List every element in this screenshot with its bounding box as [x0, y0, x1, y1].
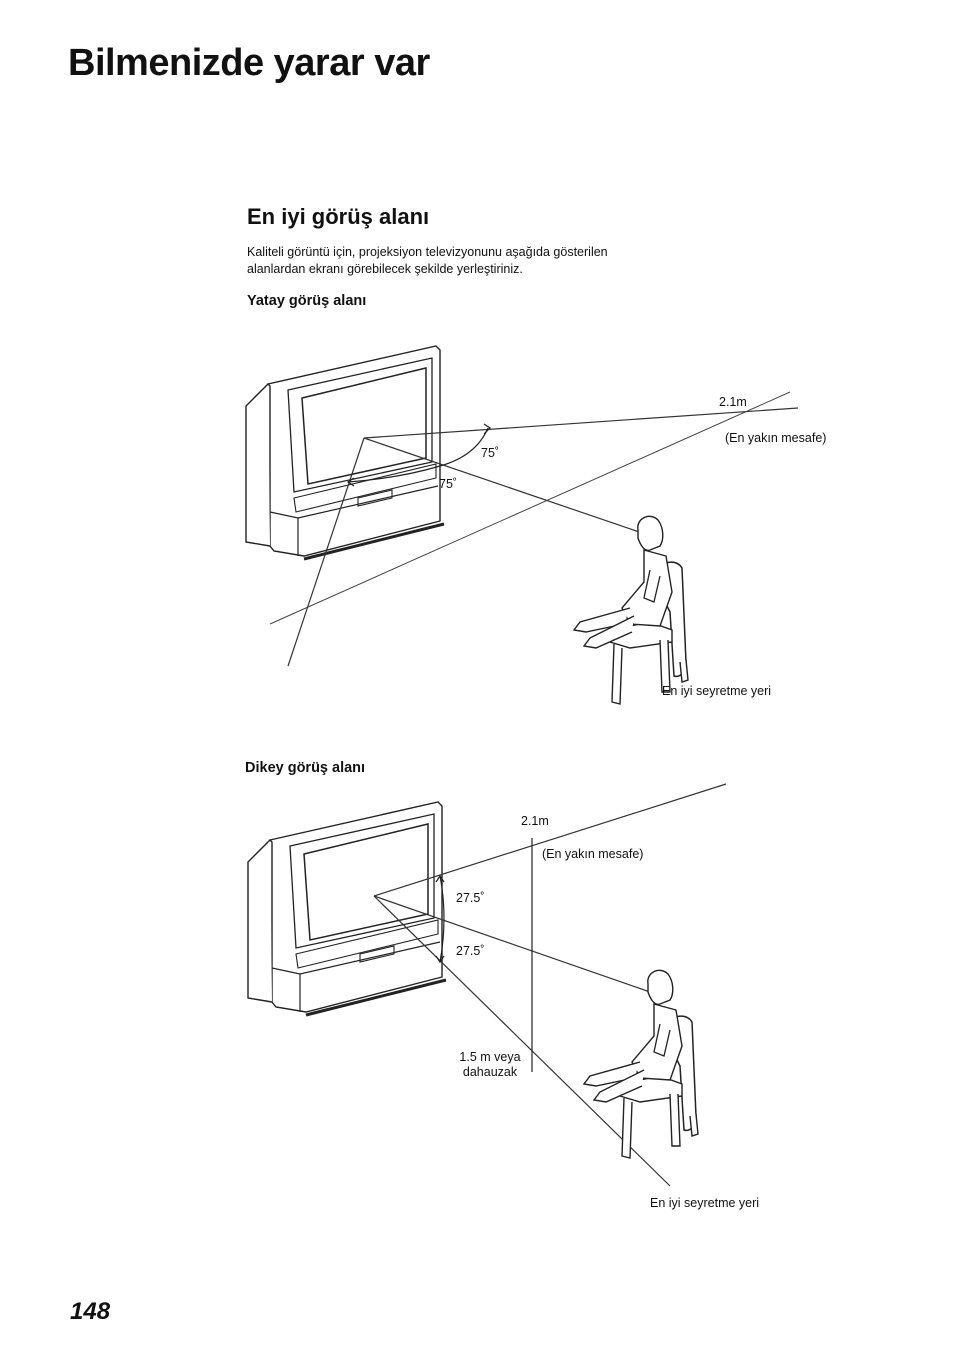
horizontal-distance-label: 2.1m — [719, 395, 747, 409]
intro-line-2: alanlardan ekranı görebilecek şekilde ye… — [247, 262, 523, 276]
vertical-diagram — [246, 783, 727, 1187]
vertical-distance-label: 2.1m — [521, 814, 549, 828]
intro-paragraph: Kaliteli görüntü için, projeksiyon telev… — [247, 244, 707, 278]
vertical-heading: Dikey görüş alanı — [245, 760, 366, 776]
horizontal-diagram — [244, 344, 799, 705]
vertical-distance-note: (En yakın mesafe) — [542, 847, 644, 861]
page-title: Bilmenizde yarar var — [68, 42, 430, 84]
vertical-min-distance-label: 1.5 m veya dahauzak — [452, 1050, 528, 1080]
section-title: En iyi görüş alanı — [247, 204, 430, 229]
vertical-best-spot-label: En iyi seyretme yeri — [650, 1196, 760, 1210]
vertical-min-distance-line-1: 1.5 m veya — [459, 1050, 521, 1064]
horizontal-best-spot-label: En iyi seyretme yeri — [662, 684, 772, 698]
horizontal-heading: Yatay görüş alanı — [247, 293, 367, 309]
horizontal-angle-upper: 75˚ — [481, 446, 500, 460]
vertical-angle-upper: 27.5˚ — [456, 891, 485, 905]
intro-line-1: Kaliteli görüntü için, projeksiyon telev… — [247, 245, 608, 259]
horizontal-angle-lower: 75˚ — [439, 477, 458, 491]
horizontal-distance-note: (En yakın mesafe) — [725, 431, 827, 445]
vertical-angle-lower: 27.5˚ — [456, 944, 485, 958]
page-number: 148 — [70, 1298, 111, 1325]
vertical-min-distance-line-2: dahauzak — [462, 1065, 518, 1079]
